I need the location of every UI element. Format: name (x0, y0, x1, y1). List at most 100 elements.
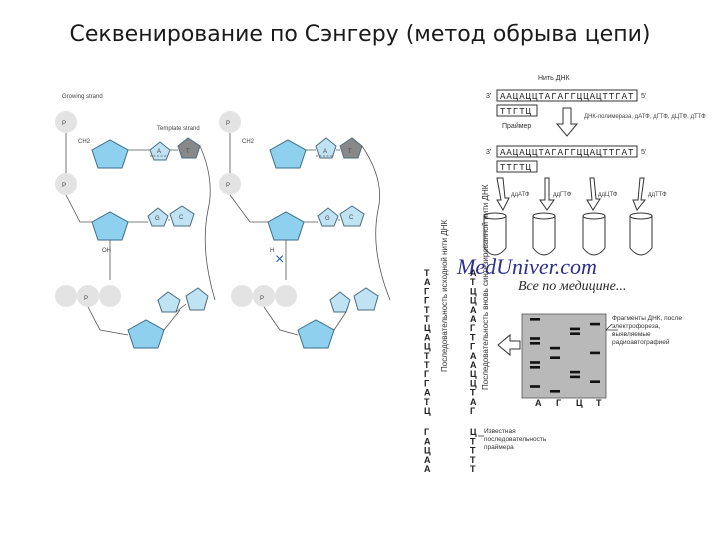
slide-title: Секвенирование по Сэнгеру (метод обрыва … (69, 22, 651, 47)
sequence-letter: Т (470, 277, 476, 287)
known-primer-label: Известная последовательность праймера (484, 428, 547, 451)
template-seq: ААЦАЦЦТАГАГГЦЦАЦТТГАТ (500, 92, 634, 102)
primer-seq-2: ТТГТЦ (500, 163, 532, 173)
known-primer-box: Известная последовательность праймера (484, 428, 547, 451)
template-seq-2: ААЦАЦЦТАГАГГЦЦАЦТТГАТ (500, 148, 634, 158)
sequence-letter: А (470, 305, 477, 315)
gel-plate (521, 313, 607, 399)
sequence-letter: Ц (470, 296, 477, 306)
sequence-letter: Г (470, 342, 475, 352)
sequence-letter: А (470, 360, 477, 370)
base-letter: G (155, 216, 160, 222)
sequence-letter: Ц (470, 369, 477, 379)
tube-label-g: ддГТФ (553, 192, 572, 198)
gel-band (570, 332, 580, 335)
atom-label: P (84, 296, 88, 302)
gel-band (550, 346, 560, 350)
sequence-letter: Т (470, 446, 476, 456)
arrow-left-icon (497, 333, 521, 357)
sequence-letter: Ц (424, 446, 431, 456)
sequence-letter: А (470, 268, 477, 278)
sequence-letter: Г (470, 323, 475, 333)
sequence-letter: Г (424, 378, 429, 388)
sequence-letter: Т (424, 314, 430, 324)
atom-label: OH (102, 248, 111, 254)
lane-label-g: Г (556, 398, 561, 408)
base-letter: A (157, 149, 161, 155)
phosphate-group (55, 111, 297, 307)
base-letter: T (348, 149, 352, 155)
gel-band (570, 370, 580, 374)
gel-band (530, 385, 540, 388)
sequence-letter: Т (470, 464, 476, 474)
template-strand-label: Template strand (157, 126, 200, 132)
gel-band (530, 361, 540, 364)
lane-label-a: А (535, 398, 542, 408)
sequence-letter: Ц (424, 323, 431, 333)
watermark-tagline: Все по медицине... (518, 279, 626, 294)
sugar-rings (91, 139, 335, 349)
atom-label: P (226, 183, 230, 189)
tube-label-c: ддЦТФ (598, 192, 618, 198)
sequence-letter: Ц (424, 342, 431, 352)
sequence-letter: Г (470, 406, 475, 416)
gel-bands (530, 318, 600, 393)
atom-label: H (270, 248, 274, 254)
atom-label: P (260, 296, 264, 302)
base-pairs (147, 137, 379, 313)
atom-label: P (62, 121, 66, 127)
right-figure: Нить ДНК 3' ААЦАЦЦТАГАГГЦЦАЦТТГАТ 5' ТТГ… (424, 75, 706, 474)
vertical-label-new: Последовательность вновь синтезированной… (481, 184, 490, 390)
gel-band (570, 327, 580, 331)
atom-label: P (62, 183, 66, 189)
gel-band (550, 356, 560, 359)
sequence-letter: Т (470, 332, 476, 342)
lane-label-t: Т (596, 398, 602, 408)
sequence-letter: А (424, 332, 431, 342)
stop-mark: × (275, 251, 284, 268)
end-5-label-2: 5' (641, 149, 646, 156)
end-3-label-2: 3' (486, 149, 491, 156)
sequence-letter: Г (424, 427, 429, 437)
primer-seq: ТТГТЦ (500, 107, 532, 117)
sequence-letter: Т (470, 388, 476, 398)
atom-label: CH2 (242, 139, 255, 145)
lane-label-c: Ц (576, 398, 583, 408)
base-letter: T (186, 149, 190, 155)
gel-band (570, 375, 580, 379)
sequence-letter: Т (424, 360, 430, 370)
sequence-letter: Т (424, 305, 430, 315)
dna-strand-label: Нить ДНК (538, 75, 571, 82)
sequence-letter: А (424, 277, 431, 287)
fragments-label: Фрагменты ДНК, после электрофореза, выяв… (612, 315, 682, 346)
sequence-letter: Ц (470, 427, 477, 437)
end-3-label: 3' (486, 93, 491, 100)
base-letter: C (349, 215, 354, 221)
base-letter: C (179, 215, 184, 221)
tube-label-t: ддТТФ (648, 192, 667, 198)
atom-label: P (226, 121, 230, 127)
sequence-letter: А (424, 464, 431, 474)
primer-label: Праймер (502, 122, 531, 130)
left-figure: Growing strand Template strand (55, 94, 391, 349)
gel-band (590, 380, 600, 383)
test-tubes (483, 212, 653, 256)
primer-box (496, 104, 538, 117)
sequence-letter: Г (424, 369, 429, 379)
sequence-letter: Т (470, 436, 476, 446)
gel-band (590, 351, 600, 355)
bonds (65, 133, 391, 336)
vertical-label-original: Последовательность исходной нити ДНК (440, 219, 449, 372)
sequence-letter: Т (424, 268, 430, 278)
template-strand-box-2 (496, 145, 638, 158)
gel-band (530, 342, 540, 345)
sequence-letter: А (470, 351, 477, 361)
sequence-letter: Т (424, 397, 430, 407)
sequence-letter: А (424, 388, 431, 398)
sequence-letter: Т (470, 455, 476, 465)
gel-band (530, 366, 540, 369)
arrow-down-icon (555, 107, 579, 137)
